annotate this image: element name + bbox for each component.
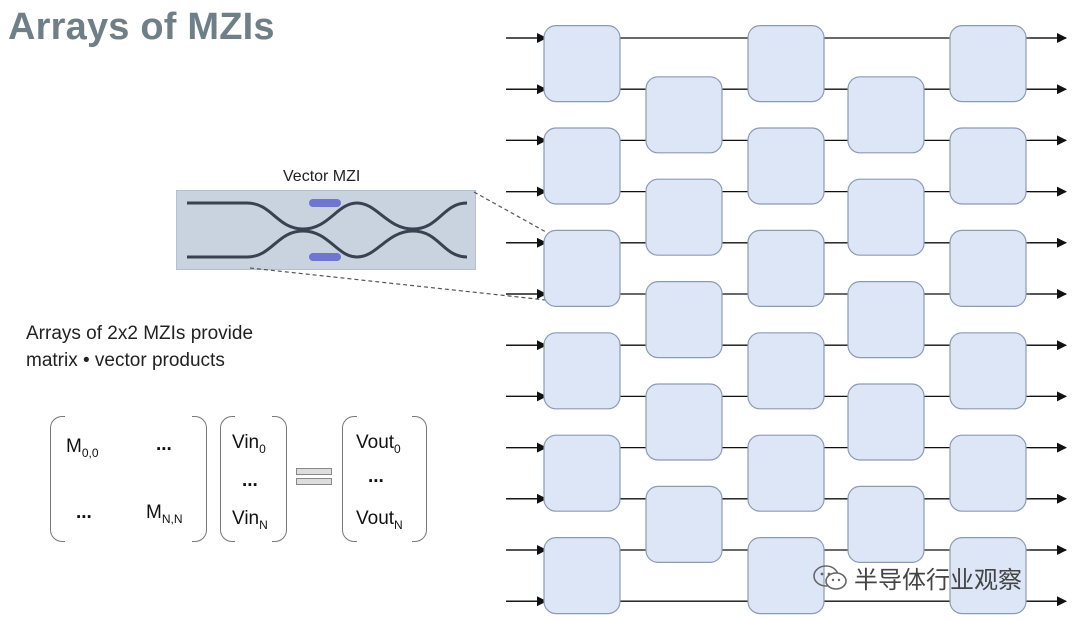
mzi-block — [747, 536, 825, 615]
lower-waveguide — [187, 229, 468, 259]
mzi-block — [543, 25, 621, 103]
mzi-block — [645, 76, 723, 154]
upper-waveguide — [187, 201, 468, 231]
vin-n: VinN — [232, 508, 268, 532]
mzi-block — [847, 281, 925, 359]
mzi-block — [847, 178, 925, 256]
mzi-block — [543, 127, 621, 205]
mzi-block — [747, 434, 825, 512]
vout-0: Vout0 — [356, 432, 401, 456]
mzi-block — [847, 76, 925, 154]
mzi-block — [543, 434, 621, 512]
vout-n: VoutN — [356, 508, 403, 532]
caption-line-2: matrix • vector products — [26, 350, 225, 371]
watermark-text: 半导体行业观察 — [854, 567, 1022, 594]
mzi-block — [949, 229, 1027, 307]
vin-0: Vin0 — [232, 432, 266, 456]
matrix-row-dots: ... — [156, 434, 172, 455]
mzi-block — [747, 229, 825, 307]
mzi-block — [747, 332, 825, 410]
vout-dots: ... — [368, 466, 384, 487]
phase-shifter-bottom — [309, 253, 341, 261]
mzi-block — [847, 383, 925, 461]
matrix-equation: M0,0 ... ... MN,N Vin0 ... VinN Vout0 ..… — [44, 410, 444, 550]
matrix-col-dots: ... — [76, 502, 92, 523]
mzi-block — [543, 229, 621, 307]
mzi-block — [847, 485, 925, 563]
wechat-icon — [813, 564, 847, 590]
mzi-block — [645, 383, 723, 461]
phase-shifter-top — [309, 199, 341, 207]
mzi-block — [949, 127, 1027, 205]
mzi-block — [949, 536, 1027, 615]
mzi-block — [949, 434, 1027, 512]
mzi-block — [747, 127, 825, 205]
zoom-line-top — [473, 191, 547, 233]
mzi-block — [645, 281, 723, 359]
vector-mzi-label: Vector MZI — [283, 168, 361, 185]
mzi-block — [543, 332, 621, 410]
equals-sign-bottom — [296, 478, 332, 485]
matrix-mnn: MN,N — [146, 502, 183, 526]
mzi-block — [645, 178, 723, 256]
zoom-line-bottom — [249, 267, 547, 301]
mzi-block — [543, 536, 621, 615]
vin-dots: ... — [242, 470, 258, 491]
watermark: 半导体行业观察 — [812, 560, 1022, 595]
page-title: Arrays of MZIs — [8, 6, 275, 48]
vector-mzi-diagram — [187, 199, 468, 261]
vector-mzi-inset — [176, 190, 476, 270]
caption-line-1: Arrays of 2x2 MZIs provide — [26, 323, 254, 344]
mzi-block — [949, 25, 1027, 103]
equals-sign-top — [296, 468, 332, 475]
mzi-block — [747, 25, 825, 103]
mzi-block — [949, 332, 1027, 410]
matrix-m00: M0,0 — [66, 436, 99, 460]
caption: Arrays of 2x2 MZIs provide matrix • vect… — [26, 320, 253, 374]
mzi-block — [645, 485, 723, 563]
